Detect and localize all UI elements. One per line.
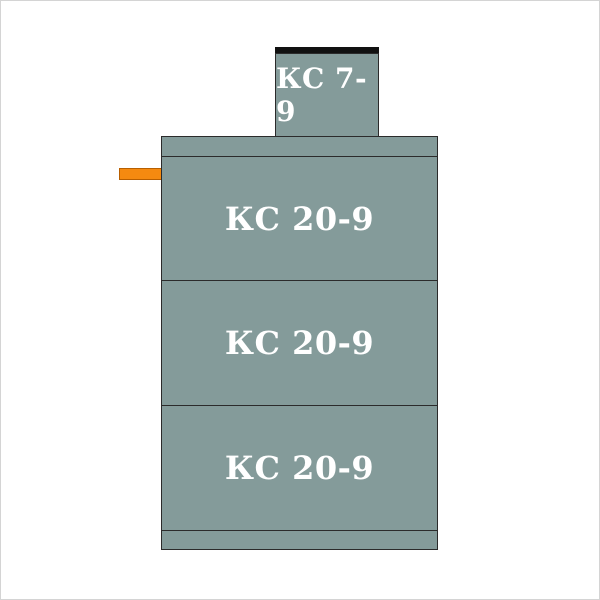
bottom-slab <box>161 530 438 550</box>
top-slab <box>161 136 438 157</box>
well-ring: КС 20-9 <box>161 156 438 281</box>
neck-ring: КС 7-9 <box>275 53 379 137</box>
well-ring: КС 20-9 <box>161 405 438 531</box>
well-ring-label: КС 20-9 <box>224 199 375 238</box>
well-ring: КС 20-9 <box>161 280 438 406</box>
well-ring-label: КС 20-9 <box>224 324 375 362</box>
neck-ring-label: КС 7-9 <box>276 62 368 128</box>
well-ring-label: КС 20-9 <box>224 449 375 487</box>
manhole-lid <box>275 47 379 53</box>
